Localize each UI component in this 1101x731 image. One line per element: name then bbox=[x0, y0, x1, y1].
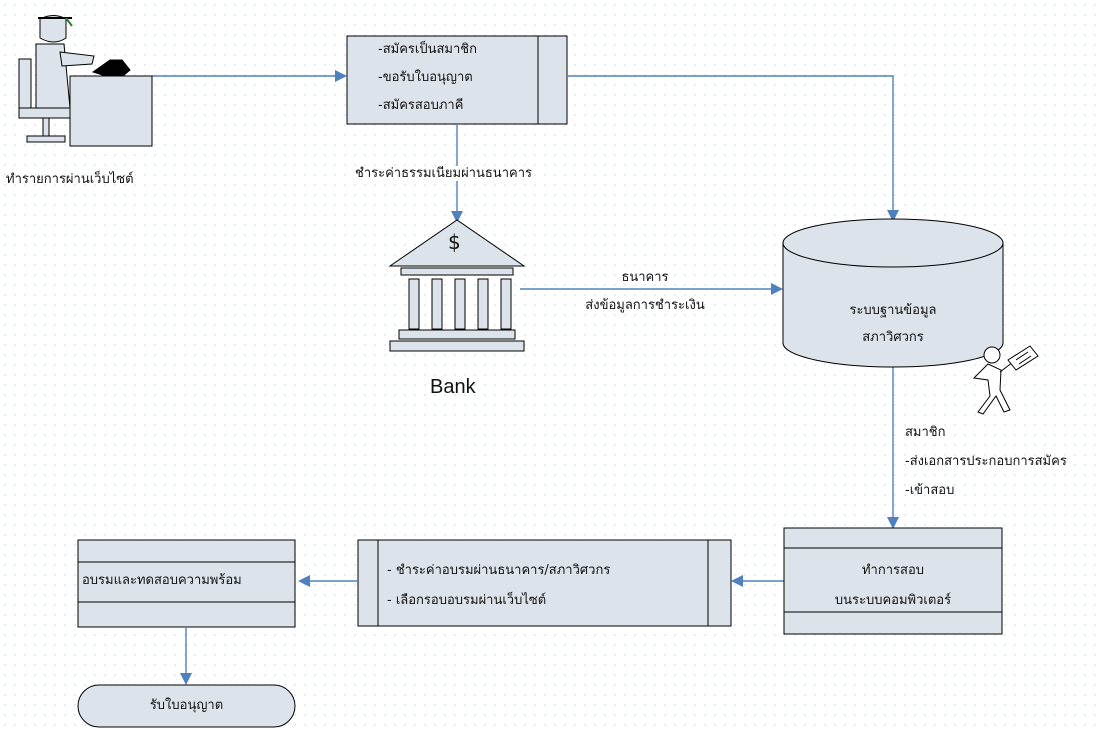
registration-line-2: -ขอรับใบอนุญาต bbox=[378, 70, 473, 85]
exam-box bbox=[783, 527, 1003, 635]
arrow-registration-to-database bbox=[568, 75, 899, 222]
registration-box bbox=[346, 35, 568, 125]
member-note-line-2: -ส่งเอกสารประกอบการสมัคร bbox=[905, 454, 1067, 469]
license-terminator bbox=[77, 684, 296, 728]
bank-dollar-symbol: $ bbox=[448, 230, 461, 254]
connectors bbox=[152, 70, 899, 685]
bank-transfer-label-line-1: ธนาคาร bbox=[621, 270, 669, 285]
exam-box-line-1: ทำการสอบ bbox=[861, 563, 925, 578]
user-caption: ทำรายการผ่านเว็บไซต์ bbox=[6, 172, 134, 187]
training-box bbox=[77, 539, 296, 628]
member-note-line-1: สมาชิก bbox=[905, 425, 946, 440]
training-box-label: อบรมและทดสอบความพร้อม bbox=[82, 573, 242, 588]
training-payment-line-2: - เลือกรอบอบรมผ่านเว็บไซต์ bbox=[387, 593, 547, 608]
member-note-line-3: -เข้าสอบ bbox=[905, 483, 955, 498]
training-payment-box bbox=[357, 539, 732, 627]
fee-payment-label: ชำระค่าธรรมเนียมผ่านธนาคาร bbox=[353, 166, 534, 181]
license-label: รับใบอนุญาต bbox=[149, 698, 224, 713]
registration-line-3: -สมัครสอบภาคี bbox=[378, 98, 464, 113]
bank-transfer-label-line-2: ส่งข้อมูลการชำระเงิน bbox=[585, 298, 705, 313]
database-label-line-1: ระบบฐานข้อมูล bbox=[849, 303, 937, 318]
exam-box-line-2: บนระบบคอมพิวเตอร์ bbox=[834, 593, 952, 608]
bank-caption: Bank bbox=[430, 376, 476, 398]
database-cylinder bbox=[782, 218, 1004, 368]
database-label-line-2: สภาวิศวกร bbox=[862, 330, 924, 345]
user-at-computer-icon bbox=[18, 15, 153, 147]
registration-line-1: -สมัครเป็นสมาชิก bbox=[378, 42, 477, 57]
training-payment-line-1: - ชำระค่าอบรมผ่านธนาคาร/สภาวิศวกร bbox=[387, 563, 611, 578]
walking-person-icon bbox=[972, 345, 1039, 415]
bank-building-icon bbox=[388, 219, 526, 352]
